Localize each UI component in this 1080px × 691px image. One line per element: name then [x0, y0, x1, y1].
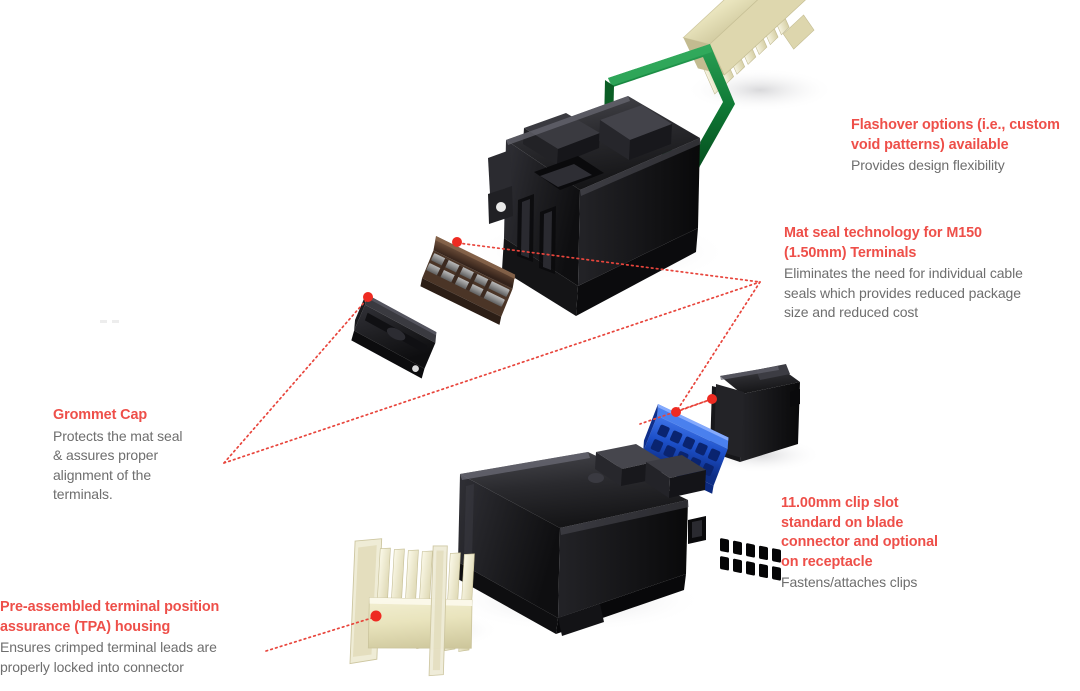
callout-grommet-cap-body: Protects the mat seal & assures proper a…	[53, 427, 183, 503]
part-tpa-comb-top	[682, 0, 816, 95]
callout-flashover-heading: Flashover options (i.e., custom void pat…	[851, 117, 1060, 153]
stray-dash-marks	[100, 310, 126, 323]
callout-clip-slot-body: Fastens/attaches clips	[781, 574, 918, 590]
callout-mat-seal-body: Eliminates the need for individual cable…	[784, 265, 1023, 320]
callout-flashover: Flashover options (i.e., custom void pat…	[851, 116, 1080, 176]
callout-mat-seal-heading: Mat seal technology for M150 (1.50mm) Te…	[784, 225, 982, 261]
callout-grommet-cap-heading: Grommet Cap	[53, 407, 148, 423]
callout-grommet-cap: Grommet Cap Protects the mat seal & assu…	[53, 406, 243, 505]
callout-clip-slot-heading: 11.00mm clip slot standard on blade conn…	[781, 495, 938, 570]
callout-tpa-housing: Pre-assembled terminal position assuranc…	[0, 598, 258, 677]
callout-tpa-housing-body: Ensures crimped terminal leads are prope…	[0, 639, 217, 675]
callout-clip-slot: 11.00mm clip slot standard on blade conn…	[781, 494, 996, 593]
callout-flashover-body: Provides design flexibility	[851, 157, 1005, 173]
part-grommet-cap	[351, 294, 437, 379]
callout-tpa-housing-heading: Pre-assembled terminal position assuranc…	[0, 599, 220, 635]
part-black-housing-upper	[488, 96, 701, 316]
callout-mat-seal: Mat seal technology for M150 (1.50mm) Te…	[784, 224, 1070, 323]
